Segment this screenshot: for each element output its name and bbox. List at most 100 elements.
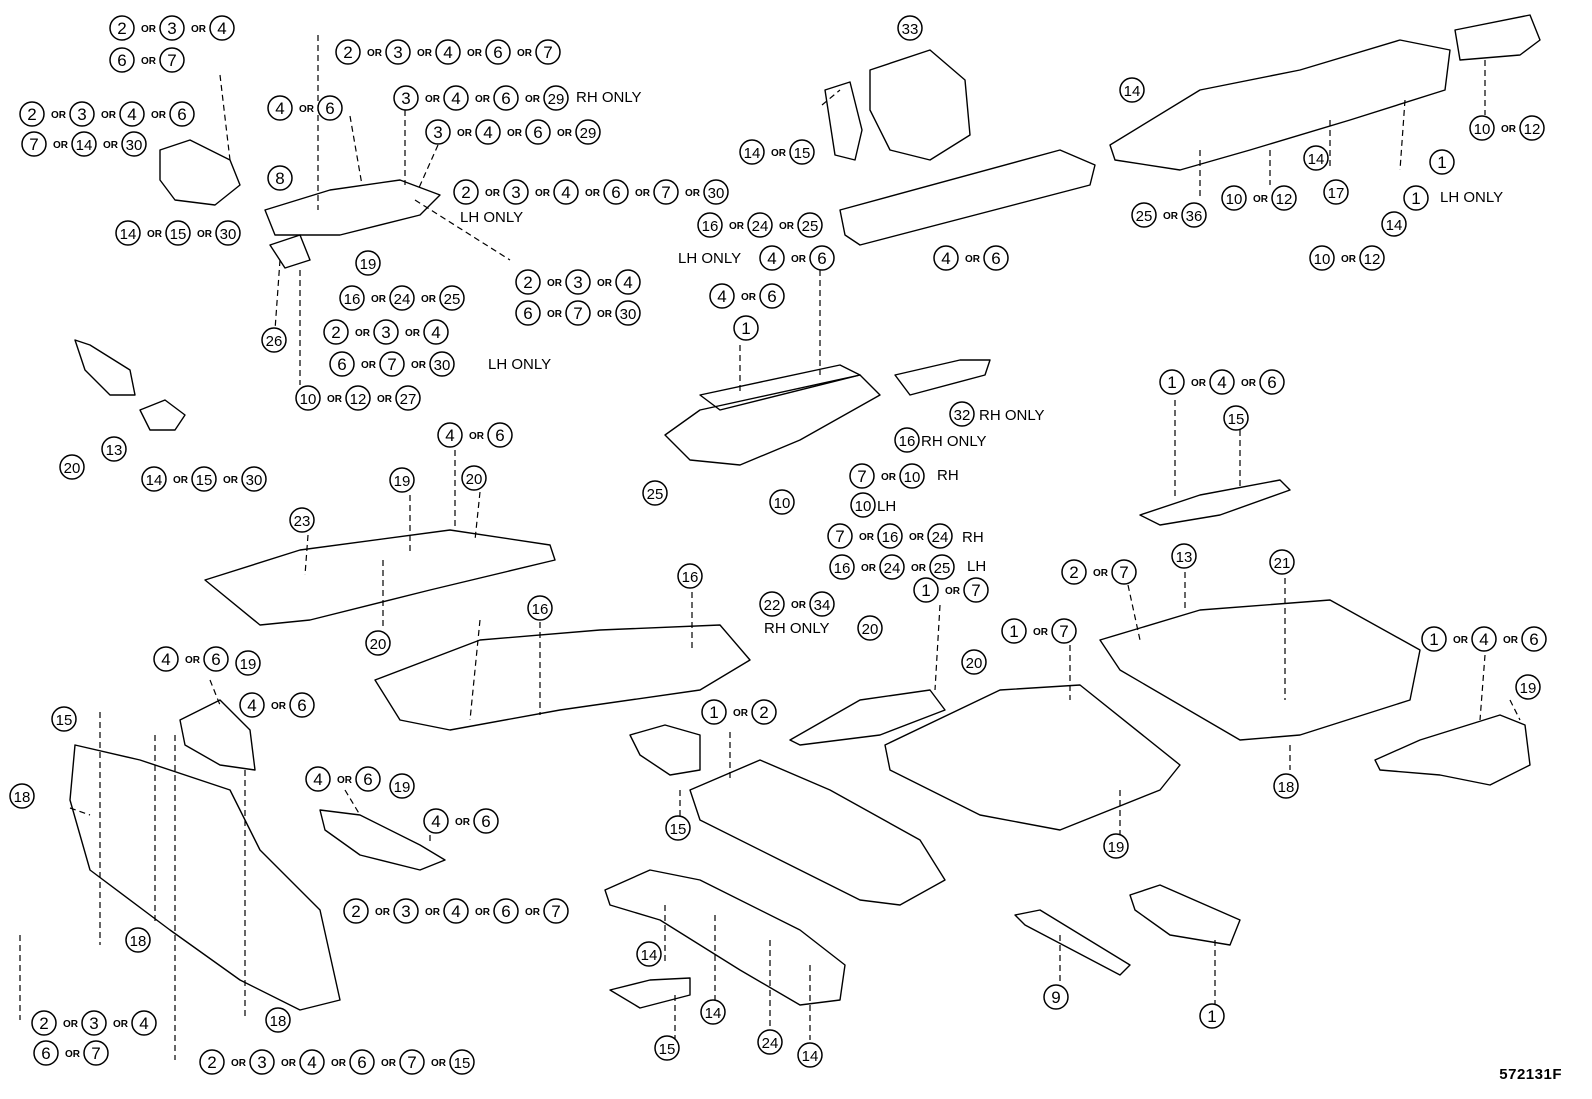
callout-circle: [677, 563, 703, 589]
callout-number: 2: [39, 1014, 48, 1033]
callout-number: 27: [400, 391, 417, 408]
callout-number: 15: [670, 821, 687, 838]
callout-number: 4: [313, 770, 322, 789]
callout-number: 30: [708, 185, 725, 202]
leader-line: [417, 144, 439, 191]
callout-group: 15: [1223, 405, 1249, 431]
or-separator: OR: [65, 1049, 81, 1060]
callout-group: 20: [365, 630, 391, 656]
leader-line: [69, 807, 91, 816]
callout-group: 18: [1273, 773, 1299, 799]
or-separator: OR: [197, 229, 213, 240]
callout-number: 24: [932, 529, 949, 546]
or-separator: OR: [859, 532, 875, 543]
callout-number: 4: [483, 123, 492, 142]
callout-circle: [1519, 115, 1545, 141]
callout-number: 2: [331, 323, 340, 342]
or-separator: OR: [909, 532, 925, 543]
callout-group: 19: [1515, 674, 1541, 700]
callout-circle: [349, 1049, 375, 1075]
callout-number: 14: [146, 472, 163, 489]
callout-circle: [31, 1010, 57, 1036]
callout-circle: [769, 489, 795, 515]
callout-circle: [879, 554, 905, 580]
panel-part: [319, 809, 446, 871]
callout-number: 1: [1429, 630, 1438, 649]
callout-circle: [789, 139, 815, 165]
callout-number: 8: [275, 169, 284, 188]
callout-circle: [1469, 115, 1495, 141]
callout-number: 2: [1069, 563, 1078, 582]
callout-number: 1: [1207, 1007, 1216, 1026]
or-separator: OR: [191, 24, 207, 35]
callout-number: 6: [481, 812, 490, 831]
callout-circle: [449, 1049, 475, 1075]
callout-circle: [565, 300, 591, 326]
callout-circle: [485, 39, 511, 65]
panel-part: [139, 399, 186, 431]
callout-number: 2: [523, 273, 532, 292]
callout-circle: [913, 577, 939, 603]
or-separator: OR: [147, 229, 163, 240]
callout-circle: [385, 39, 411, 65]
callout-circle: [199, 1049, 225, 1075]
or-separator: OR: [741, 292, 757, 303]
callout-number: 4: [431, 812, 440, 831]
callout-number: 2: [461, 183, 470, 202]
leader-line: [1509, 699, 1521, 721]
panel-part: [374, 624, 751, 731]
or-separator: OR: [475, 907, 491, 918]
callout-circle: [527, 595, 553, 621]
rh-only-note-4: RH ONLY: [764, 620, 830, 637]
or-separator: OR: [597, 278, 613, 289]
or-separator: OR: [517, 48, 533, 59]
callout-number: 25: [444, 291, 461, 308]
callout-circle: [395, 385, 421, 411]
callout-number: 7: [1059, 622, 1068, 641]
callout-number: 20: [466, 471, 483, 488]
callout-group: 14: [797, 1042, 823, 1068]
callout-circle: [215, 220, 241, 246]
callout-circle: [389, 773, 415, 799]
panel-part: [74, 339, 136, 396]
callout-number: 2: [27, 105, 36, 124]
panel-part: [1014, 909, 1131, 976]
callout-circle: [239, 692, 265, 718]
callout-number: 19: [240, 656, 257, 673]
callout-circle: [299, 1049, 325, 1075]
callout-number: 4: [451, 902, 460, 921]
callout-number: 14: [1124, 83, 1141, 100]
callout-circle: [642, 480, 668, 506]
callout-circle: [169, 101, 195, 127]
callout-circle: [615, 300, 641, 326]
rh-only-note-2: RH ONLY: [979, 407, 1045, 424]
callout-circle: [1103, 833, 1129, 859]
callout-group: 26: [261, 327, 287, 353]
or-separator: OR: [331, 1058, 347, 1069]
callout-group: 4 OR 6: [423, 808, 499, 834]
or-separator: OR: [485, 188, 501, 199]
callout-number: 4: [307, 1053, 316, 1072]
or-separator: OR: [1253, 194, 1269, 205]
callout-number: 1: [709, 703, 718, 722]
callout-group: 16: [677, 563, 703, 589]
callout-number: 2: [343, 43, 352, 62]
callout-circle: [933, 245, 959, 271]
callout-circle: [709, 283, 735, 309]
callout-circle: [393, 898, 419, 924]
or-separator: OR: [455, 817, 471, 828]
panel-part: [204, 529, 556, 626]
callout-group: 18: [125, 927, 151, 953]
callout-circle: [487, 422, 513, 448]
or-separator: OR: [355, 328, 371, 339]
